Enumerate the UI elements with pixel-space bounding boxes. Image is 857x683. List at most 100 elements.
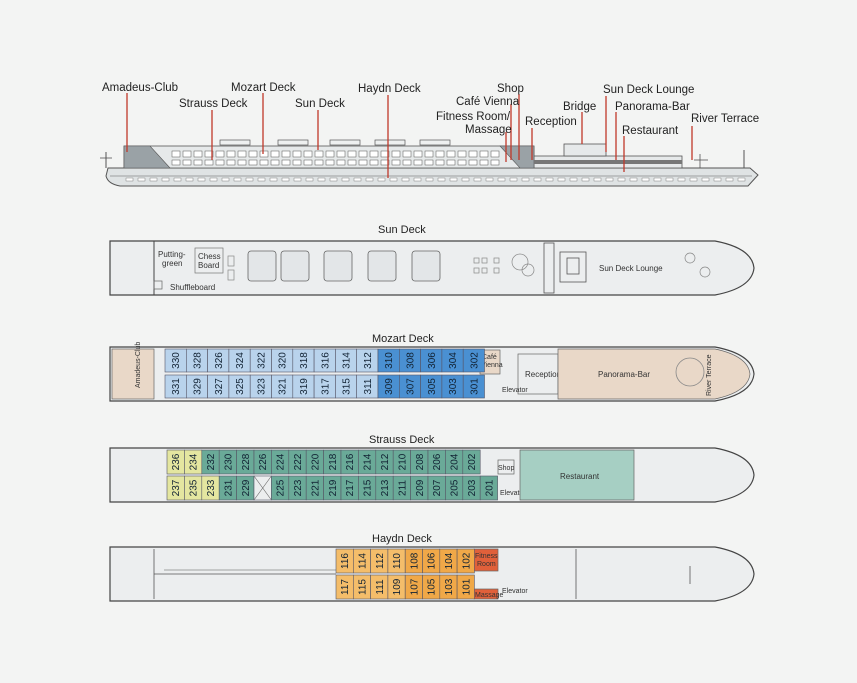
profile-porthole: [221, 177, 230, 182]
profile-window: [490, 159, 500, 166]
profile-window: [468, 150, 478, 158]
profile-window: [226, 159, 236, 166]
cabin-number: 106: [427, 552, 438, 569]
profile-porthole: [497, 177, 506, 182]
profile-window: [457, 159, 467, 166]
cabin-number: 208: [415, 453, 426, 470]
profile-porthole: [389, 177, 398, 182]
profile-canopy: [329, 139, 361, 146]
profile-porthole: [725, 177, 734, 182]
cabin-number: 202: [467, 453, 478, 470]
profile-porthole: [269, 177, 278, 182]
leader-lines: [126, 93, 693, 178]
sun-deck-putting-green-2: green: [162, 259, 182, 268]
profile-window: [248, 150, 258, 158]
cabin-number: 212: [380, 453, 391, 470]
profile-porthole: [593, 177, 602, 182]
profile-porthole: [473, 177, 482, 182]
cabin-number: 203: [467, 479, 478, 496]
cabin-number: 237: [171, 479, 182, 496]
profile-window: [325, 159, 335, 166]
profile-porthole: [149, 177, 158, 182]
profile-window: [402, 150, 412, 158]
cabin-number: 318: [299, 352, 310, 369]
profile-window: [380, 159, 390, 166]
cabin: [462, 374, 485, 399]
profile-window: [226, 150, 236, 158]
profile-porthole: [449, 177, 458, 182]
cabin-number: 301: [469, 378, 480, 395]
profile-window: [479, 150, 489, 158]
profile-window: [468, 159, 478, 166]
profile-porthole: [509, 177, 518, 182]
profile-windows: [125, 150, 746, 182]
profile-porthole: [665, 177, 674, 182]
profile-porthole: [737, 177, 746, 182]
cabin-number: 324: [235, 352, 246, 369]
profile-porthole: [437, 177, 446, 182]
strauss-restaurant: Restaurant: [560, 472, 600, 481]
label-haydn-deck: Haydn Deck: [358, 83, 421, 95]
mozart-panorama-bar: Panorama-Bar: [598, 370, 650, 379]
profile-window: [270, 150, 280, 158]
cabin-number: 114: [357, 553, 368, 569]
sun-deck-canopy: [280, 250, 310, 282]
cabin-number: 206: [432, 453, 443, 470]
cabin-number: 209: [415, 479, 426, 496]
profile-window: [413, 159, 423, 166]
profile-porthole: [185, 177, 194, 182]
profile-window: [336, 159, 346, 166]
profile-porthole: [365, 177, 374, 182]
profile-porthole: [233, 177, 242, 182]
sun-deck-canopy: [323, 250, 353, 282]
profile-window: [435, 159, 445, 166]
cabin-number: 101: [461, 578, 472, 595]
mozart-deck-plan: Amadeus-Club Café Vienna Elevator Recept…: [109, 342, 755, 402]
cabin-number: 236: [171, 453, 182, 470]
profile-porthole: [125, 177, 134, 182]
cabin-number: 217: [345, 479, 356, 496]
profile-porthole: [425, 177, 434, 182]
label-panorama-bar: Panorama-Bar: [615, 101, 690, 113]
profile-canopy: [419, 139, 451, 146]
cabin-number: 221: [310, 479, 321, 496]
profile-window: [391, 159, 401, 166]
profile-porthole: [629, 177, 638, 182]
cabin-number: 320: [278, 352, 289, 369]
cabin-number: 109: [392, 578, 403, 595]
cabin-number: 211: [397, 480, 408, 496]
profile-window: [336, 150, 346, 158]
profile-window: [369, 150, 379, 158]
cabin-number: 213: [380, 479, 391, 496]
profile-window: [248, 159, 258, 166]
profile-window: [171, 150, 181, 158]
cabin-number: 231: [223, 479, 234, 496]
profile-porthole: [545, 177, 554, 182]
cabin-number: 233: [206, 479, 217, 496]
profile-porthole: [341, 177, 350, 182]
cabin-number: 322: [256, 352, 267, 369]
cabin-number: 330: [171, 352, 182, 369]
mozart-river-terrace: River Terrace: [706, 354, 713, 396]
profile-porthole: [329, 177, 338, 182]
profile-window: [424, 150, 434, 158]
cabin-number: 306: [427, 352, 438, 369]
cabin-number: 329: [192, 378, 203, 395]
profile-porthole: [689, 177, 698, 182]
profile-porthole: [521, 177, 530, 182]
cabin-number: 304: [448, 352, 459, 369]
profile-window: [369, 159, 379, 166]
profile-window: [347, 150, 357, 158]
cabin: [462, 449, 481, 475]
profile-window: [490, 150, 500, 158]
mozart-amadeus-club: Amadeus-Club: [135, 342, 142, 388]
profile-window: [413, 150, 423, 158]
profile-porthole: [677, 177, 686, 182]
profile-window: [402, 159, 412, 166]
cabin-number: 331: [171, 378, 182, 395]
profile-porthole: [377, 177, 386, 182]
strauss-elevator: Elevator: [500, 490, 526, 497]
cabin-number: 311: [363, 378, 374, 394]
